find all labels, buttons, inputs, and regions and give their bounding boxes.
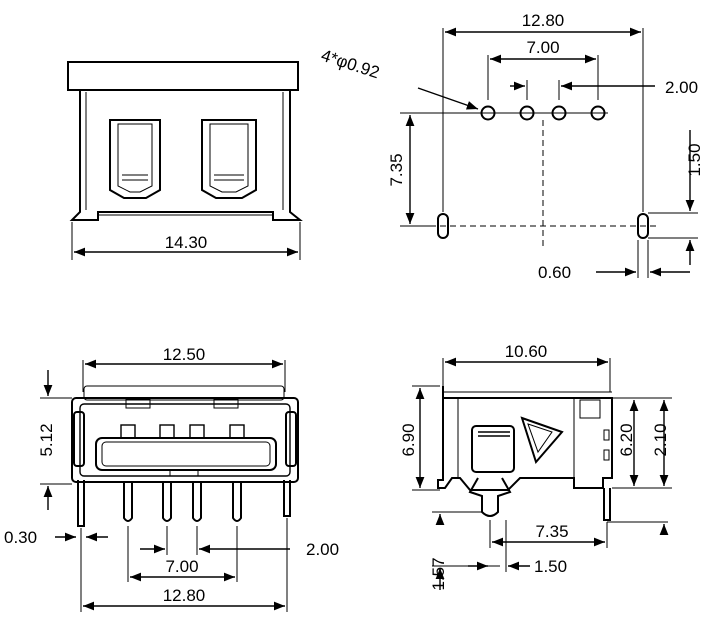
footprint-pitch-label: 2.00 xyxy=(665,78,698,97)
side-pin-pitch-label: 1.50 xyxy=(534,557,567,576)
side-body-height-label: 6.20 xyxy=(617,423,636,456)
usb-contacts xyxy=(120,424,245,439)
side-latch xyxy=(520,416,564,465)
top-view-body xyxy=(69,90,303,221)
front-shell xyxy=(71,397,299,483)
front-foot-span-label: 12.80 xyxy=(163,586,206,605)
right-latch xyxy=(201,119,257,199)
signal-pins xyxy=(123,482,242,522)
top-view: 14.30 xyxy=(67,61,303,260)
front-view: 12.50 5.12 xyxy=(4,345,339,612)
top-view-lid xyxy=(67,61,299,91)
footprint-depth-label: 7.35 xyxy=(387,153,406,186)
left-latch xyxy=(109,119,161,199)
left-slot xyxy=(437,213,449,239)
front-top-width-label: 12.50 xyxy=(163,345,206,364)
front-height-label: 5.12 xyxy=(37,423,56,456)
side-height-label: 6.90 xyxy=(399,423,418,456)
footprint-slot-width-label: 0.60 xyxy=(538,263,571,282)
hole-callout-label: 4*φ0.92 xyxy=(319,46,382,83)
usb-opening xyxy=(95,437,277,471)
footprint-span-label: 12.80 xyxy=(522,11,565,30)
side-length-label: 10.60 xyxy=(505,342,548,361)
side-pin-length-label: 1.57 xyxy=(429,557,448,590)
side-pin-pos-label: 7.35 xyxy=(535,522,568,541)
side-right-offset-label: 2.10 xyxy=(651,423,670,456)
side-view: 10.60 6.90 6.20 2.10 xyxy=(399,342,672,591)
pcb-footprint: 12.80 7.00 2.00 4*φ0.92 7.35 xyxy=(319,11,704,282)
side-body xyxy=(437,386,613,491)
top-view-width-label: 14.30 xyxy=(165,233,208,252)
pin-holes xyxy=(478,105,608,121)
footprint-pin-span-label: 7.00 xyxy=(526,38,559,57)
pin-thickness-label: 0.30 xyxy=(4,528,37,547)
right-slot xyxy=(637,213,649,239)
front-pin-span-label: 7.00 xyxy=(165,557,198,576)
front-pitch-label: 2.00 xyxy=(306,540,339,559)
footprint-slot-label: 1.50 xyxy=(685,143,704,176)
